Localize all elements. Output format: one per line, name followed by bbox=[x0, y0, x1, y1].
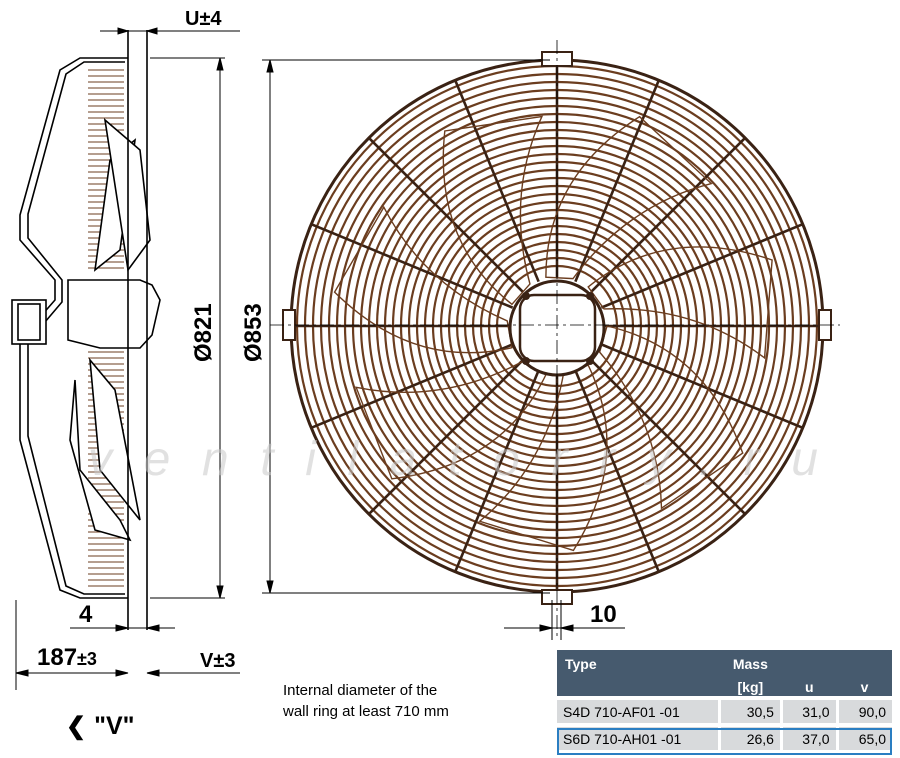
row-type: S6D 710-AH01 -01 bbox=[557, 723, 720, 750]
fan-blade bbox=[545, 115, 713, 280]
guard-spoke bbox=[454, 369, 540, 573]
header-type-blank bbox=[557, 673, 720, 698]
row-u: 31,0 bbox=[779, 696, 838, 725]
front-dimensions bbox=[262, 59, 625, 640]
fan-blade bbox=[442, 115, 544, 306]
chevron-left-icon: ❮ bbox=[66, 713, 87, 740]
header-u-blank bbox=[781, 650, 838, 673]
row-type: S4D 710-AF01 -01 bbox=[557, 696, 720, 725]
fan-blade bbox=[355, 360, 547, 480]
table-row-selected[interactable]: S6D 710-AH01 -01 26,6 37,0 65,0 bbox=[557, 723, 892, 750]
table-header-row-2: [kg] u v bbox=[557, 673, 892, 698]
guard-spoke bbox=[600, 223, 804, 309]
row-mass: 30,5 bbox=[717, 696, 782, 725]
guard-spoke bbox=[600, 343, 804, 429]
guard-spoke bbox=[310, 343, 514, 429]
fan-blade bbox=[333, 205, 513, 354]
fan-blade bbox=[587, 246, 773, 360]
row-v: 90,0 bbox=[835, 696, 892, 725]
guard-spoke bbox=[590, 359, 747, 516]
spec-table: Type Mass [kg] u v S4D 710-AF01 -01 30,5… bbox=[557, 650, 892, 750]
header-mass: Mass bbox=[719, 650, 782, 673]
view-v-label: ❮ "V" bbox=[66, 712, 135, 741]
header-mass-line1: Mass bbox=[732, 656, 768, 672]
fan-blade bbox=[598, 325, 744, 510]
view-v-text: "V" bbox=[94, 712, 135, 740]
row-u: 37,0 bbox=[779, 723, 838, 750]
dim-10-label: 10 bbox=[590, 601, 617, 628]
header-mass-unit: [kg] bbox=[719, 673, 782, 698]
dim-v-label: V±3 bbox=[200, 650, 235, 672]
guard-spoke bbox=[590, 136, 747, 293]
side-view bbox=[11, 30, 161, 630]
guard-spoke bbox=[454, 79, 540, 283]
row-v: 65,0 bbox=[835, 723, 892, 750]
guard-spoke bbox=[310, 223, 514, 309]
guard-spoke bbox=[574, 79, 660, 283]
header-u: u bbox=[781, 673, 838, 698]
header-v: v bbox=[837, 673, 892, 698]
dim-187-label: 187±3 bbox=[37, 644, 97, 671]
front-view bbox=[270, 40, 840, 640]
note-line-1: Internal diameter of the bbox=[283, 682, 438, 699]
header-type: Type bbox=[557, 650, 720, 673]
table-header-row: Type Mass bbox=[557, 650, 892, 673]
side-dimensions bbox=[15, 27, 240, 690]
row-mass: 26,6 bbox=[717, 723, 782, 750]
guard-spoke bbox=[574, 369, 660, 573]
dim-4-label: 4 bbox=[79, 601, 93, 628]
wall-ring-note: Internal diameter of the wall ring at le… bbox=[283, 680, 449, 722]
dim-853-label: Ø853 bbox=[240, 303, 267, 362]
watermark: ventilatorry.ru bbox=[88, 433, 818, 486]
dim-821-label: Ø821 bbox=[190, 303, 217, 362]
guard-spoke bbox=[367, 359, 524, 516]
header-v-blank bbox=[837, 650, 892, 673]
dim-u-label: U±4 bbox=[185, 8, 222, 30]
note-line-2: wall ring at least 710 mm bbox=[283, 703, 449, 720]
fan-blade bbox=[478, 364, 608, 552]
table-row[interactable]: S4D 710-AF01 -01 30,5 31,0 90,0 bbox=[557, 696, 892, 725]
guard-spoke bbox=[367, 136, 524, 293]
